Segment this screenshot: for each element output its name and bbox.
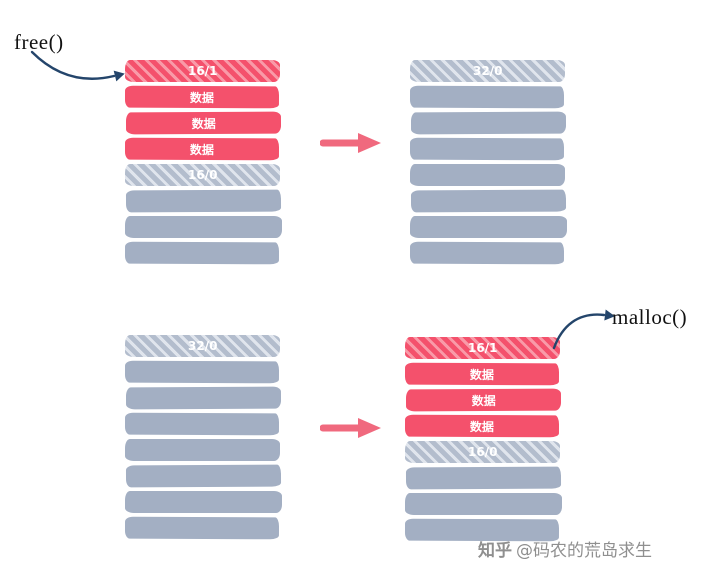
memory-block-gray	[124, 516, 279, 540]
malloc-arrow-icon	[552, 309, 615, 350]
memory-block-gray	[125, 216, 282, 238]
memory-block-gray	[410, 216, 567, 238]
memory-block-gray	[410, 189, 567, 213]
free-label: free()	[14, 30, 64, 54]
memory-block-gray	[125, 464, 282, 488]
memory-block-red: 数据	[125, 111, 282, 135]
memory-block-gray-hatched: 16/0	[405, 441, 561, 463]
watermark-handle: @码农的荒岛求生	[516, 541, 652, 561]
memory-block-gray	[125, 189, 282, 213]
memory-block-gray	[405, 466, 562, 490]
memory-block-gray	[125, 491, 282, 513]
memory-block-red: 数据	[405, 388, 562, 412]
memory-block-red: 数据	[404, 362, 559, 386]
memory-block-red-hatched: 16/1	[125, 60, 281, 82]
memory-block-red-hatched: 16/1	[405, 337, 561, 359]
free-arrow-icon	[30, 50, 125, 82]
watermark: 知乎@码农的荒岛求生	[478, 536, 652, 561]
transition-arrow-bottom-icon	[320, 418, 381, 438]
memory-block-gray	[124, 412, 279, 436]
memory-block-gray-hatched: 32/0	[125, 335, 281, 357]
transition-arrow-top-icon	[320, 133, 381, 153]
memory-block-gray-hatched: 16/0	[125, 164, 281, 186]
memory-stack-top-right: 32/0	[409, 60, 567, 268]
memory-block-gray	[124, 360, 279, 384]
memory-block-gray	[124, 241, 279, 265]
memory-block-red: 数据	[124, 85, 279, 109]
memory-block-red: 数据	[124, 137, 279, 161]
watermark-brand: 知乎	[478, 541, 512, 561]
memory-block-gray	[409, 85, 564, 109]
memory-block-gray	[410, 111, 567, 135]
memory-block-gray	[405, 493, 562, 515]
malloc-label: malloc()	[612, 305, 688, 329]
memory-block-gray	[125, 386, 282, 410]
memory-block-red: 数据	[404, 414, 559, 438]
memory-block-gray	[409, 137, 564, 161]
memory-block-gray-hatched: 32/0	[410, 60, 566, 82]
memory-block-gray	[125, 439, 281, 461]
memory-block-gray	[409, 241, 564, 265]
memory-block-gray	[410, 164, 566, 186]
memory-stack-bottom-left: 32/0	[124, 335, 282, 543]
